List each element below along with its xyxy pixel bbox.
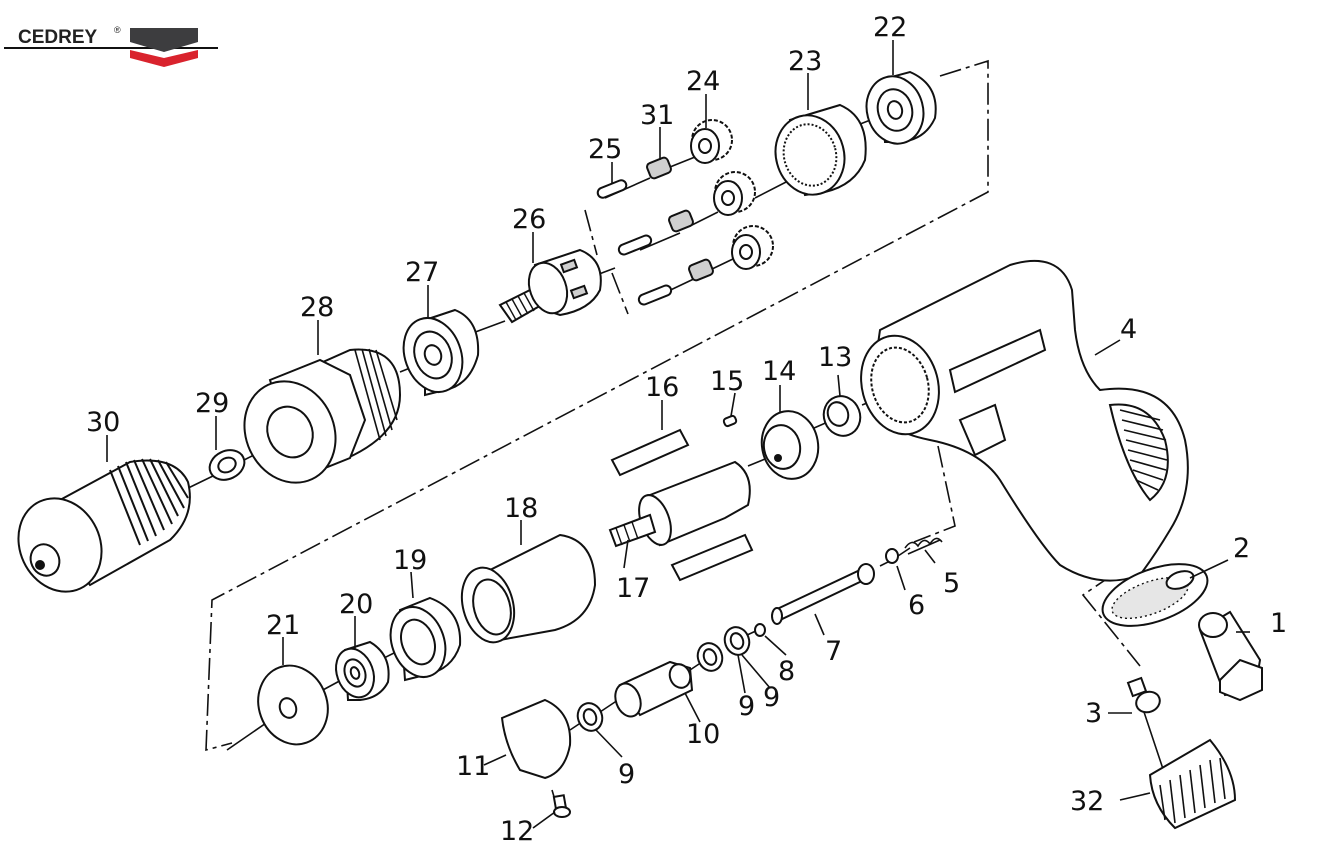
label-part-6: 6	[908, 590, 925, 621]
part-1-air-inlet	[1198, 610, 1263, 702]
part-23-internal-gear	[774, 103, 867, 197]
part-21-end-plate	[257, 664, 329, 746]
part-16-vanes	[610, 428, 754, 582]
brand-emblem-red	[130, 50, 198, 67]
label-part-31: 31	[640, 100, 674, 131]
part-27-bearing	[402, 308, 480, 397]
part-labels: 1 2 3 4 5 6 7 8 9 9 9 10 11 12 13 14 15 …	[86, 12, 1287, 847]
label-part-11: 11	[456, 751, 490, 782]
part-12-screw	[552, 794, 571, 818]
part-6-o-ring	[885, 548, 899, 564]
part-2-exhaust-deflector	[1101, 563, 1209, 627]
label-part-30: 30	[86, 407, 120, 438]
part-22-bearing	[865, 70, 937, 145]
label-part-9a: 9	[738, 691, 755, 722]
label-part-19: 19	[393, 545, 427, 576]
label-part-12: 12	[500, 816, 534, 847]
label-part-23: 23	[788, 46, 822, 77]
part-20-bearing	[335, 640, 390, 701]
label-part-7: 7	[825, 636, 842, 667]
label-part-1: 1	[1270, 608, 1287, 639]
label-part-17: 17	[616, 573, 650, 604]
part-32-grip-cover	[1148, 738, 1237, 830]
brand-name: CEDREY	[18, 27, 98, 48]
label-part-24: 24	[686, 66, 720, 97]
label-part-28: 28	[300, 292, 334, 323]
part-8-o-ring	[754, 623, 766, 637]
label-part-20: 20	[339, 589, 373, 620]
label-part-5: 5	[943, 568, 960, 599]
part-31-needle-bearings	[646, 156, 714, 282]
part-29-washer	[208, 449, 246, 481]
label-part-8: 8	[778, 656, 795, 687]
label-part-15: 15	[710, 366, 744, 397]
part-19-bearing	[389, 596, 462, 682]
part-10-valve	[614, 660, 694, 718]
part-9-washers	[576, 626, 751, 732]
part-11-trigger	[500, 698, 572, 780]
part-25-pins	[596, 179, 673, 306]
part-15-pin	[722, 414, 738, 428]
part-14-end-plate	[760, 410, 820, 480]
label-part-10: 10	[686, 719, 720, 750]
part-4-housing	[860, 259, 1189, 582]
part-28-ring-gear	[243, 348, 402, 484]
label-part-29: 29	[195, 388, 229, 419]
part-17-rotor	[608, 460, 751, 548]
label-part-18: 18	[504, 493, 538, 524]
part-18-cylinder	[460, 533, 597, 644]
part-7-valve-stem	[771, 563, 875, 625]
label-part-9b: 9	[763, 682, 780, 713]
brand-registered-mark: ®	[114, 25, 121, 35]
leader-lines	[106, 40, 1250, 829]
label-part-26: 26	[512, 204, 546, 235]
label-part-25: 25	[588, 134, 622, 165]
label-part-32: 32	[1070, 786, 1104, 817]
part-26-spindle-carrier	[498, 248, 602, 324]
label-part-4: 4	[1120, 314, 1137, 345]
brand-emblem-grey	[130, 28, 198, 52]
label-part-27: 27	[405, 257, 439, 288]
part-13-bearing	[822, 395, 862, 437]
label-part-16: 16	[645, 372, 679, 403]
label-part-21: 21	[266, 610, 300, 641]
label-part-14: 14	[762, 356, 796, 387]
part-30-drill-chuck	[17, 458, 191, 593]
label-part-22: 22	[873, 12, 907, 43]
part-5-spring	[904, 537, 943, 555]
label-part-13: 13	[818, 342, 852, 373]
brand-logo: CEDREY ®	[4, 25, 218, 67]
label-part-9c: 9	[618, 759, 635, 790]
label-part-2: 2	[1233, 533, 1250, 564]
part-24-planet-gears	[690, 119, 774, 270]
label-part-3: 3	[1085, 698, 1102, 729]
part-3-screw	[1126, 676, 1161, 714]
